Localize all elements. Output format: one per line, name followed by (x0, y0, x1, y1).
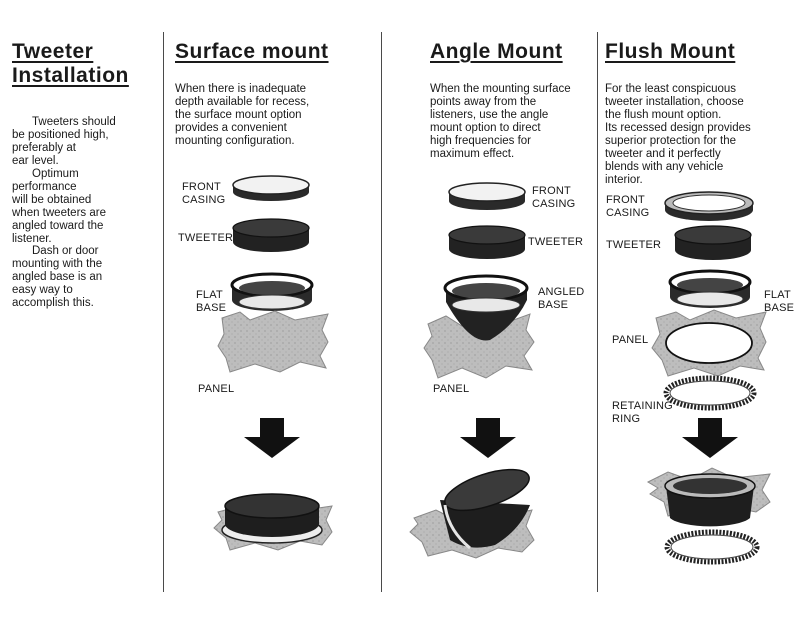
angle-mount-title: Angle Mount (430, 40, 563, 63)
flush-retaining-ring (663, 375, 757, 411)
flush-front-casing (664, 191, 754, 221)
surface-mount-title: Surface mount (175, 40, 329, 63)
flush-label-flat-base: FLAT BASE (764, 289, 795, 314)
flush-flat-base (668, 269, 752, 308)
surface-label-flat-base: FLAT BASE (196, 289, 227, 314)
angle-label-angled-base: ANGLED BASE (538, 286, 585, 311)
flush-label-tweeter: TWEETER (606, 239, 662, 251)
intro-title-line1: Tweeter (12, 40, 94, 63)
surface-flat-base (230, 272, 314, 311)
angle-label-front-casing: FRONT CASING (532, 185, 576, 210)
intro-title-line2: Installation (12, 64, 129, 87)
angle-down-arrow (460, 418, 516, 458)
flush-assembled-retaining-ring (664, 529, 760, 565)
intro-paragraph-1: Tweeters should be positioned high, pref… (12, 116, 116, 167)
surface-down-arrow (244, 418, 300, 458)
surface-mount-description: When there is inadequate depth available… (175, 83, 310, 147)
flush-mount-title: Flush Mount (605, 40, 736, 63)
angle-base-panel (423, 274, 535, 379)
flush-tweeter (674, 225, 752, 260)
surface-tweeter (232, 218, 310, 252)
surface-assembled (213, 493, 333, 551)
flush-label-front-casing: FRONT CASING (606, 194, 650, 219)
angle-mount-description: When the mounting surface points away fr… (430, 83, 571, 160)
flush-down-arrow (682, 418, 738, 458)
flush-label-panel: PANEL (612, 334, 649, 346)
divider-3 (597, 32, 598, 592)
divider-2 (381, 32, 382, 592)
angle-label-tweeter: TWEETER (528, 236, 584, 248)
angle-tweeter (448, 225, 526, 259)
surface-label-panel: PANEL (198, 383, 235, 395)
flush-panel (651, 309, 767, 377)
flush-assembled (646, 467, 771, 527)
angle-label-panel: PANEL (433, 383, 470, 395)
flush-label-retaining-ring: RETAINING RING (612, 400, 673, 425)
angle-front-casing (448, 182, 526, 210)
intro-paragraph-3: Dash or door mounting with the angled ba… (12, 245, 103, 309)
surface-label-tweeter: TWEETER (178, 232, 234, 244)
intro-paragraph-2: Optimum performance will be obtained whe… (12, 168, 106, 245)
surface-front-casing (232, 175, 310, 201)
surface-panel (217, 310, 329, 373)
divider-1 (163, 32, 164, 592)
angle-assembled (409, 468, 535, 559)
flush-mount-description: For the least conspicuous tweeter instal… (605, 83, 751, 186)
surface-label-front-casing: FRONT CASING (182, 181, 226, 206)
